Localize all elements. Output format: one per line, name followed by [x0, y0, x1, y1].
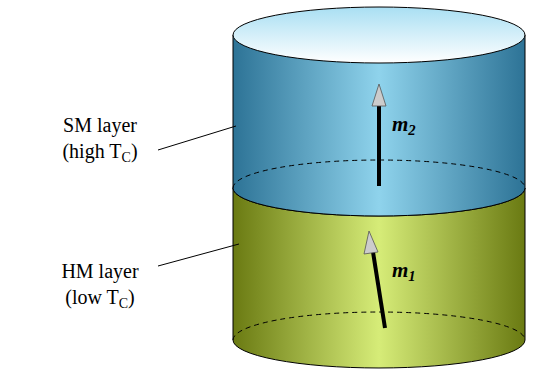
- leader-line: [158, 244, 239, 266]
- layer-label: SM layer (high TC): [52, 112, 148, 164]
- arrow-head: [364, 231, 378, 254]
- hidden-edge: [233, 312, 525, 340]
- magnetization-arrow: [377, 104, 381, 186]
- vector-label: m1: [392, 258, 416, 283]
- arrow-head: [372, 84, 386, 106]
- vector-label: m2: [392, 112, 416, 137]
- top-face: [233, 7, 525, 63]
- leader-line: [158, 126, 236, 150]
- vector-symbol: m1: [392, 258, 416, 283]
- magnetization-arrow: [373, 252, 385, 328]
- layer-label: HM layer (low TC): [52, 258, 148, 310]
- vector-symbol: m2: [392, 112, 416, 137]
